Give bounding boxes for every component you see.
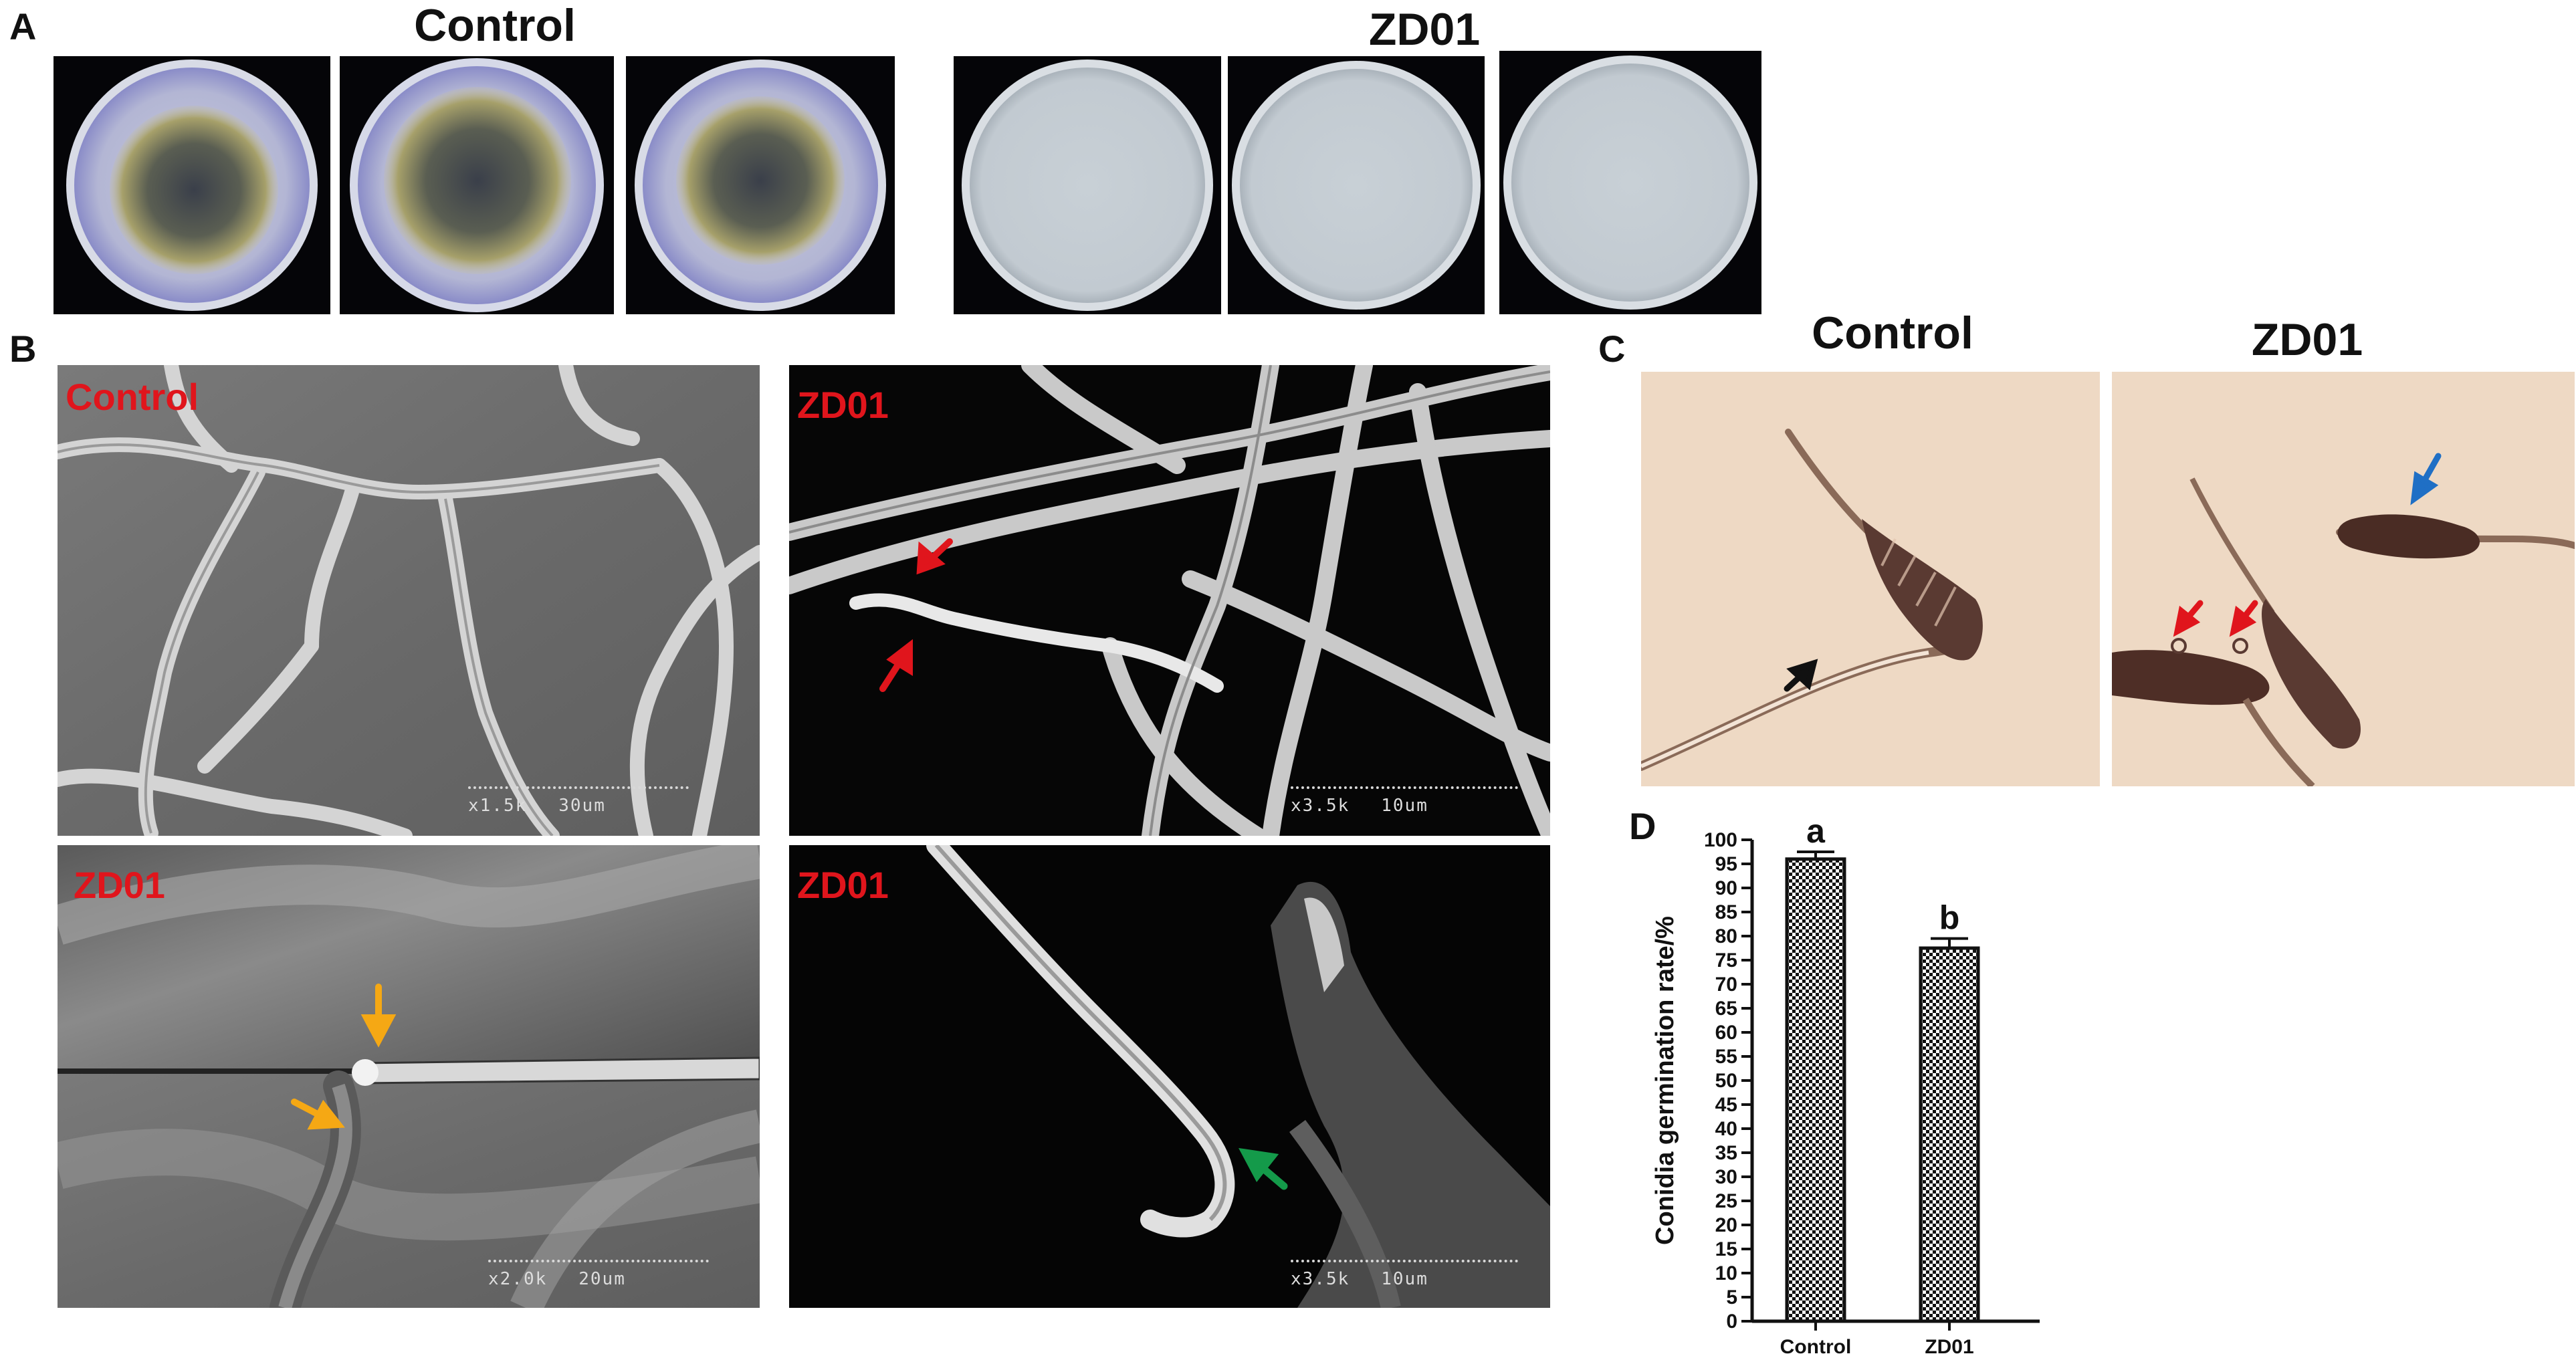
y-tick-label-3: 15 [1715, 1238, 1737, 1260]
scale-bar-4: x3.5k 10um [1291, 1260, 1518, 1289]
scale-bar-2: x3.5k 10um [1291, 786, 1518, 816]
y-tick-label-0: 0 [1726, 1311, 1737, 1333]
scale-bar-3: x2.0k 20um [488, 1260, 709, 1289]
bar-1 [1919, 946, 1980, 1323]
black-arrow-micrograph [1784, 659, 1818, 692]
scale-bar-3-mag: x2.0k [488, 1269, 548, 1289]
x-tick-label-0: Control [1780, 1336, 1852, 1357]
y-tick-label-17: 85 [1715, 901, 1737, 923]
y-tick-label-2: 10 [1715, 1262, 1737, 1284]
scale-bar-3-len: 20um [578, 1269, 626, 1289]
sem-label-zd01-3: ZD01 [797, 864, 889, 906]
y-tick-label-16: 80 [1715, 925, 1737, 947]
sem-control-image [58, 365, 760, 836]
y-tick-label-15: 75 [1715, 949, 1737, 972]
red-arrows-sem [879, 538, 953, 692]
y-tick-label-4: 20 [1715, 1214, 1737, 1236]
significance-label-1: b [1939, 899, 1960, 937]
scale-bar-2-len: 10um [1381, 796, 1428, 816]
scale-bar-2-mag: x3.5k [1291, 796, 1350, 816]
green-arrow-sem [1239, 1147, 1288, 1190]
y-tick-label-18: 90 [1715, 877, 1737, 899]
bar-0 [1785, 857, 1846, 1323]
control-plate-3 [626, 56, 895, 314]
scale-bar-1-len: 30um [558, 796, 606, 816]
panel-c-heading-control: Control [1812, 308, 1973, 358]
y-tick-label-11: 55 [1715, 1046, 1737, 1068]
panel-c-label: C [1598, 328, 1626, 370]
y-tick-label-5: 25 [1715, 1190, 1737, 1212]
control-plate-1 [53, 56, 330, 314]
y-tick-label-13: 65 [1715, 998, 1737, 1020]
panel-a-label: A [9, 5, 37, 47]
x-tick-label-1: ZD01 [1925, 1336, 1973, 1357]
panel-b-label: B [9, 328, 37, 370]
zd01-plate-2 [1228, 56, 1485, 314]
sem-label-zd01-2: ZD01 [74, 864, 165, 906]
sem-label-zd01-1: ZD01 [797, 384, 889, 426]
zd01-plate-1 [954, 56, 1221, 314]
sem-zd01-image-2 [58, 845, 760, 1308]
y-tick-label-8: 40 [1715, 1118, 1737, 1140]
panel-a-heading-zd01: ZD01 [1368, 4, 1481, 55]
y-tick-label-12: 60 [1715, 1022, 1737, 1044]
panel-c-heading-zd01: ZD01 [2251, 314, 2363, 365]
zd01-plate-3 [1499, 51, 1761, 314]
arrows-micrograph-zd01 [2173, 453, 2442, 637]
scale-bar-1: x1.5k 30um [468, 786, 689, 816]
y-tick-label-6: 30 [1715, 1166, 1737, 1188]
scale-bar-1-mag: x1.5k [468, 796, 528, 816]
micrograph-control [1641, 372, 2100, 786]
y-tick-label-19: 95 [1715, 853, 1737, 875]
y-tick-label-20: 100 [1704, 829, 1737, 851]
scale-bar-4-len: 10um [1381, 1269, 1428, 1289]
panel-a-heading-control: Control [414, 0, 576, 51]
control-plate-2 [340, 56, 614, 314]
orange-arrows-sem [291, 984, 397, 1130]
micrograph-zd01 [2112, 372, 2575, 786]
scale-bar-4-mag: x3.5k [1291, 1269, 1350, 1289]
significance-label-0: a [1806, 812, 1826, 850]
y-tick-label-9: 45 [1715, 1094, 1737, 1116]
sem-zd01-image-3 [789, 845, 1550, 1308]
y-tick-label-7: 35 [1715, 1142, 1737, 1164]
germination-bar-chart: 0510152025303540455055606570758085909510… [1651, 812, 2040, 1357]
sem-zd01-image-1 [789, 365, 1550, 836]
y-tick-label-14: 70 [1715, 974, 1737, 996]
panel-d-label: D [1629, 805, 1656, 847]
y-tick-label-1: 5 [1726, 1286, 1737, 1309]
y-axis-label: Conidia germination rate/% [1651, 916, 1679, 1245]
y-tick-label-10: 50 [1715, 1070, 1737, 1092]
sem-label-control: Control [66, 376, 199, 418]
